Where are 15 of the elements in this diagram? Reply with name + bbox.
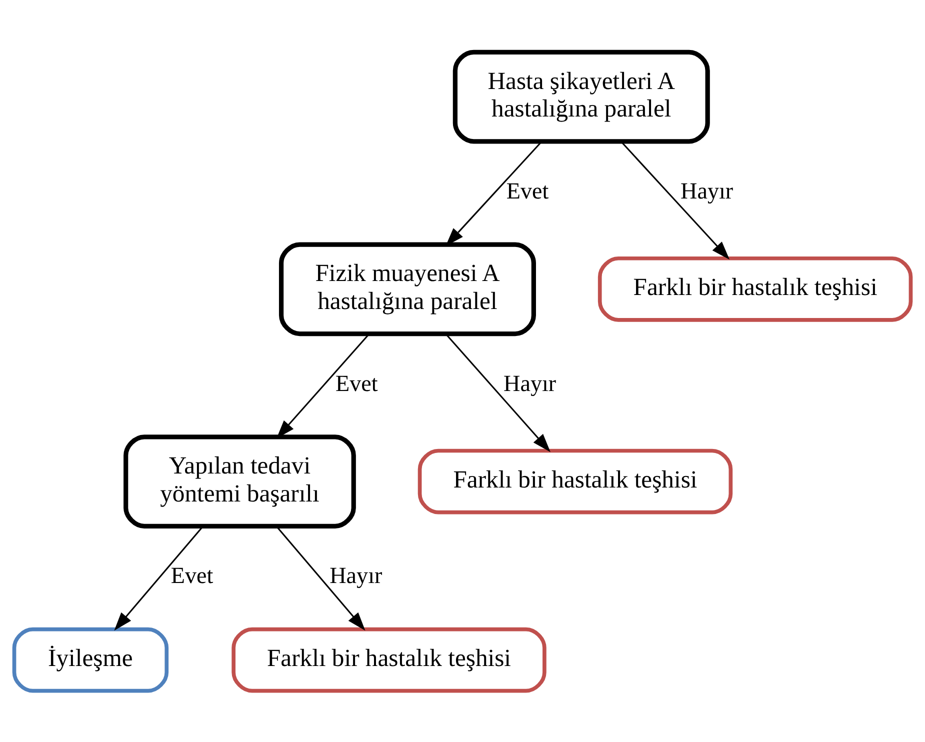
node-box: Farklı bir hastalık teşhisi [418,448,733,514]
node-box: Yapılan tedavi yöntemi başarılı [124,434,356,528]
edge-label: Hayır [330,562,382,588]
node-box: Hasta şikayetleri A hastalığına paralel [452,49,710,144]
arrow [620,140,730,260]
node-box: Fizik muayenesi A hastalığına paralel [278,242,536,336]
node-box: Farklı bir hastalık teşhisi [232,626,546,692]
edge-label: Hayır [504,369,556,396]
arrow [445,333,550,452]
edge-label: Evet [170,562,214,588]
edge-label: Evet [506,176,549,203]
edge-label: Evet [336,369,378,396]
node-box: Farklı bir hastalık teşhisi [598,256,913,322]
edge-label: Hayır [680,176,734,203]
node-box: İyileşme [12,626,169,692]
